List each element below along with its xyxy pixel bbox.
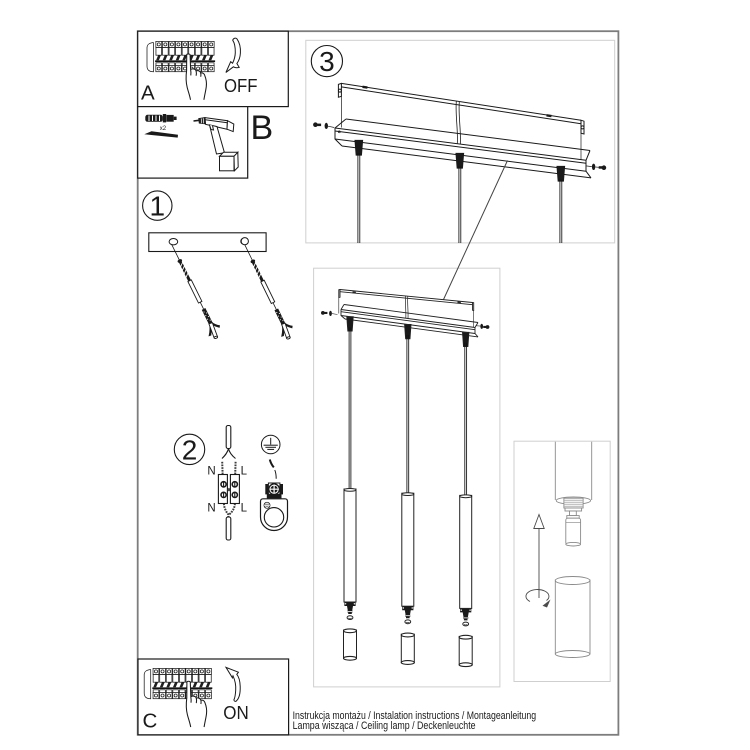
svg-text:L: L (241, 503, 248, 515)
svg-text:1: 1 (150, 191, 166, 222)
svg-text:Lampa wisząca / Ceiling lamp /: Lampa wisząca / Ceiling lamp / Deckenleu… (293, 720, 476, 732)
svg-text:N: N (207, 503, 215, 515)
svg-text:OFF: OFF (224, 75, 258, 96)
svg-text:A: A (141, 82, 155, 105)
svg-text:C: C (143, 710, 158, 733)
svg-text:N: N (207, 466, 215, 478)
svg-text:L: L (241, 466, 248, 478)
svg-text:2: 2 (182, 434, 198, 465)
svg-text:ON: ON (223, 702, 249, 723)
svg-text:Instrukcja montażu / Instalati: Instrukcja montażu / Instalation instruc… (293, 710, 537, 722)
svg-text:x2: x2 (160, 126, 167, 132)
svg-text:3: 3 (319, 46, 335, 77)
svg-text:B: B (251, 109, 274, 147)
